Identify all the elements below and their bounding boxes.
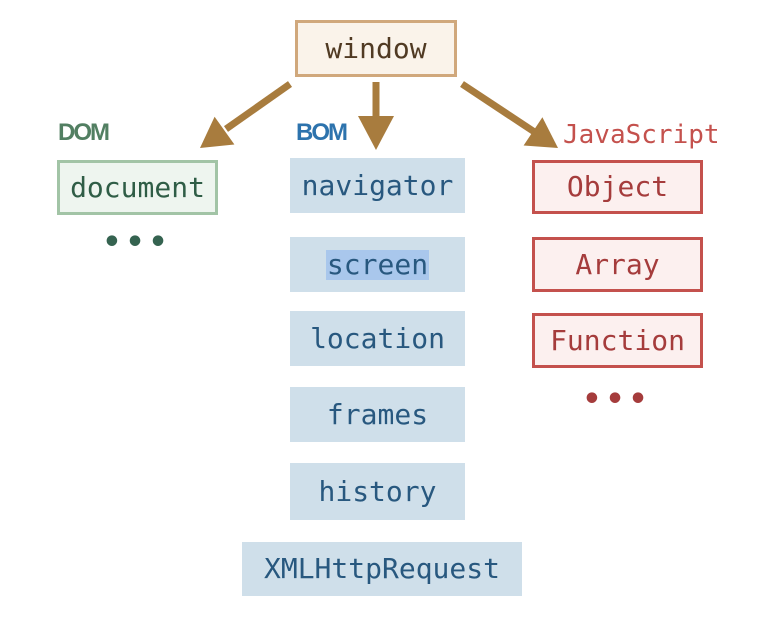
function-node-label: Function: [550, 323, 685, 357]
location-node-label: location: [310, 321, 445, 355]
location-node: location: [290, 311, 465, 366]
javascript-ellipsis: •••: [582, 382, 653, 417]
object-node-label: Object: [566, 170, 669, 203]
function-node: Function: [532, 313, 703, 368]
array-node-label: Array: [575, 247, 660, 281]
bom-column-label: BOM: [296, 119, 348, 146]
arrow-window-to-bom: [358, 82, 394, 150]
arrow-window-to-dom: [200, 81, 293, 148]
screen-node: screen: [290, 237, 465, 292]
frames-node-label: frames: [326, 397, 429, 431]
navigator-node: navigator: [290, 158, 465, 213]
screen-node-label-selected: screen: [325, 247, 430, 281]
window-node-label: window: [325, 31, 427, 65]
xmlhttprequest-node: XMLHttpRequest: [242, 542, 522, 596]
frames-node: frames: [290, 387, 465, 442]
javascript-column-label: JavaScript: [563, 120, 720, 150]
dom-ellipsis: •••: [102, 225, 173, 260]
object-node: Object: [532, 160, 703, 214]
array-node: Array: [532, 237, 703, 292]
window-node: window: [295, 20, 457, 77]
document-node: document: [57, 160, 218, 215]
document-node-label: document: [70, 170, 205, 204]
history-node: history: [290, 463, 465, 520]
arrow-window-to-javascript: [460, 81, 558, 148]
navigator-node-label: navigator: [301, 168, 454, 202]
xmlhttprequest-node-label: XMLHttpRequest: [263, 552, 500, 585]
dom-column-label: DOM: [58, 119, 110, 146]
history-node-label: history: [318, 474, 437, 508]
